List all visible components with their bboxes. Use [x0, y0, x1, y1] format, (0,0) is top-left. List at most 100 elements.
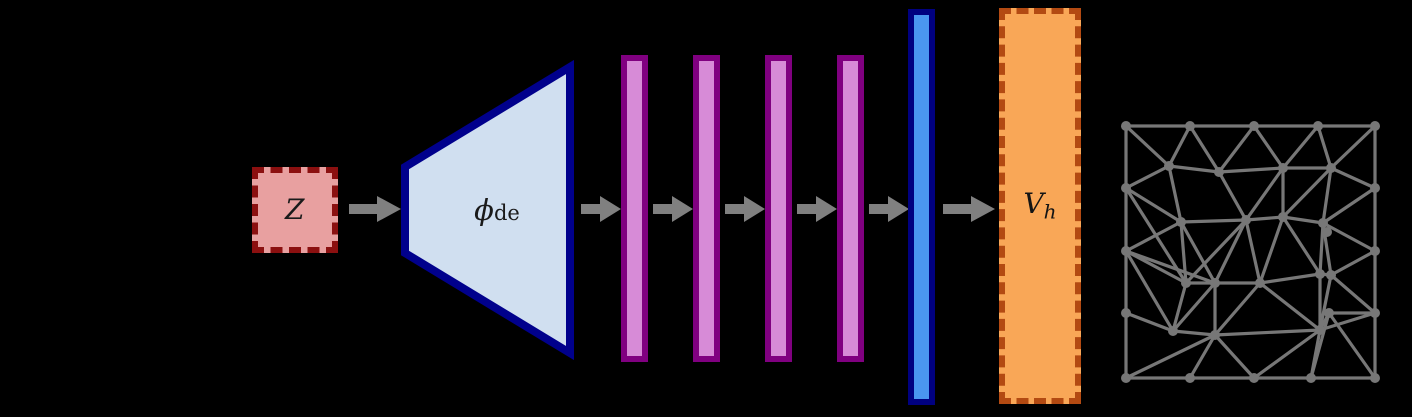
mesh-edge	[1213, 328, 1322, 337]
mesh-node	[1255, 278, 1265, 288]
mesh-edge	[1213, 333, 1256, 380]
mesh-edge	[1171, 281, 1217, 333]
mesh-node	[1241, 215, 1251, 225]
mesh-node	[1214, 167, 1224, 177]
mesh-edge	[1167, 164, 1221, 174]
mesh-node	[1322, 227, 1332, 237]
mesh-node	[1278, 163, 1288, 173]
mesh-edge	[1217, 166, 1285, 174]
hidden-layer-1	[621, 55, 648, 362]
mesh-node	[1306, 373, 1316, 383]
mesh-edge	[1188, 333, 1217, 380]
mesh-edge	[1309, 311, 1331, 380]
mesh-edge	[1124, 249, 1175, 333]
mesh-edge	[1124, 164, 1171, 190]
mesh-node	[1315, 269, 1325, 279]
mesh-edge	[1321, 186, 1377, 225]
mesh-node	[1326, 163, 1336, 173]
mesh-node	[1318, 218, 1328, 228]
mesh-edge	[1167, 124, 1192, 168]
mesh-edge	[1329, 249, 1377, 277]
mesh-node	[1278, 212, 1288, 222]
mesh-node	[1324, 308, 1334, 318]
hidden-layer-3	[765, 55, 792, 362]
mesh-node	[1326, 270, 1336, 280]
vh-symbol: V	[1023, 187, 1044, 221]
mesh-node	[1249, 373, 1259, 383]
mesh-node	[1164, 161, 1174, 171]
mesh-edge	[1167, 164, 1183, 224]
mesh-edge	[1124, 311, 1175, 333]
arrow-hidden-3-to-hidden-4	[797, 196, 837, 222]
mesh-node	[1121, 308, 1131, 318]
mesh-edge	[1124, 186, 1188, 285]
mesh-edge	[1316, 124, 1333, 170]
mesh-edge	[1258, 281, 1322, 332]
mesh-edge	[1258, 215, 1285, 285]
mesh-edge	[1171, 281, 1188, 333]
mesh-edge	[1213, 218, 1248, 285]
discrete-function-space-box: Vh	[999, 8, 1081, 404]
arrow-hidden-2-to-hidden-3	[725, 196, 765, 222]
mesh-edge	[1327, 311, 1377, 380]
mesh-edge	[1179, 220, 1217, 285]
arrow-output-to-vh	[943, 196, 995, 222]
mesh-edge	[1281, 124, 1320, 170]
mesh-edge	[1124, 249, 1217, 285]
mesh-edge	[1124, 186, 1183, 224]
mesh-node	[1370, 246, 1380, 256]
mesh-node	[1313, 121, 1323, 131]
mesh-node	[1370, 121, 1380, 131]
mesh-node	[1121, 121, 1131, 131]
mesh-edge	[1188, 124, 1221, 174]
mesh-edge	[1329, 124, 1377, 170]
mesh-node	[1210, 278, 1220, 288]
mesh-edge	[1321, 221, 1377, 253]
mesh-edge	[1217, 124, 1256, 174]
mesh-edge	[1252, 328, 1322, 380]
mesh-edge	[1329, 166, 1377, 190]
mesh-edge	[1244, 166, 1285, 222]
mesh-edge	[1318, 273, 1333, 332]
mesh-node	[1185, 373, 1195, 383]
mesh-node	[1168, 326, 1178, 336]
mesh-node	[1370, 308, 1380, 318]
triangular-mesh	[1113, 113, 1391, 391]
mesh-edge	[1124, 333, 1217, 380]
mesh-edge	[1321, 166, 1333, 225]
mesh-node	[1121, 246, 1131, 256]
mesh-node	[1121, 183, 1131, 193]
output-layer	[908, 9, 935, 405]
mesh-edge	[1281, 215, 1322, 276]
mesh-node	[1181, 278, 1191, 288]
vh-label: Vh	[1023, 190, 1056, 222]
mesh-edge	[1124, 220, 1183, 253]
mesh-edge	[1179, 220, 1188, 285]
mesh-edge	[1318, 311, 1377, 332]
mesh-edge	[1281, 166, 1333, 219]
mesh-node	[1370, 373, 1380, 383]
mesh-node	[1249, 121, 1259, 131]
mesh-edge	[1329, 273, 1377, 315]
arrow-decoder-to-hidden-1	[581, 196, 621, 222]
latent-code-label: Z	[285, 193, 305, 226]
mesh-node	[1370, 183, 1380, 193]
arrow-latent-to-decoder	[349, 196, 401, 222]
hidden-layer-4	[837, 55, 864, 362]
arrow-hidden-4-to-output	[869, 196, 909, 222]
mesh-edge	[1252, 124, 1285, 170]
mesh-edge	[1171, 329, 1217, 337]
vh-subscript: h	[1043, 199, 1057, 224]
mesh-edge	[1213, 281, 1262, 337]
mesh-edge	[1179, 218, 1248, 224]
mesh-node	[1315, 325, 1325, 335]
latent-code-box: Z	[252, 167, 338, 253]
arrow-hidden-1-to-hidden-2	[653, 196, 693, 222]
mesh-edge	[1281, 215, 1325, 225]
mesh-node	[1210, 330, 1220, 340]
mesh-edge	[1258, 272, 1322, 285]
mesh-edge	[1124, 249, 1188, 285]
mesh-node	[1185, 121, 1195, 131]
hidden-layer-2	[693, 55, 720, 362]
